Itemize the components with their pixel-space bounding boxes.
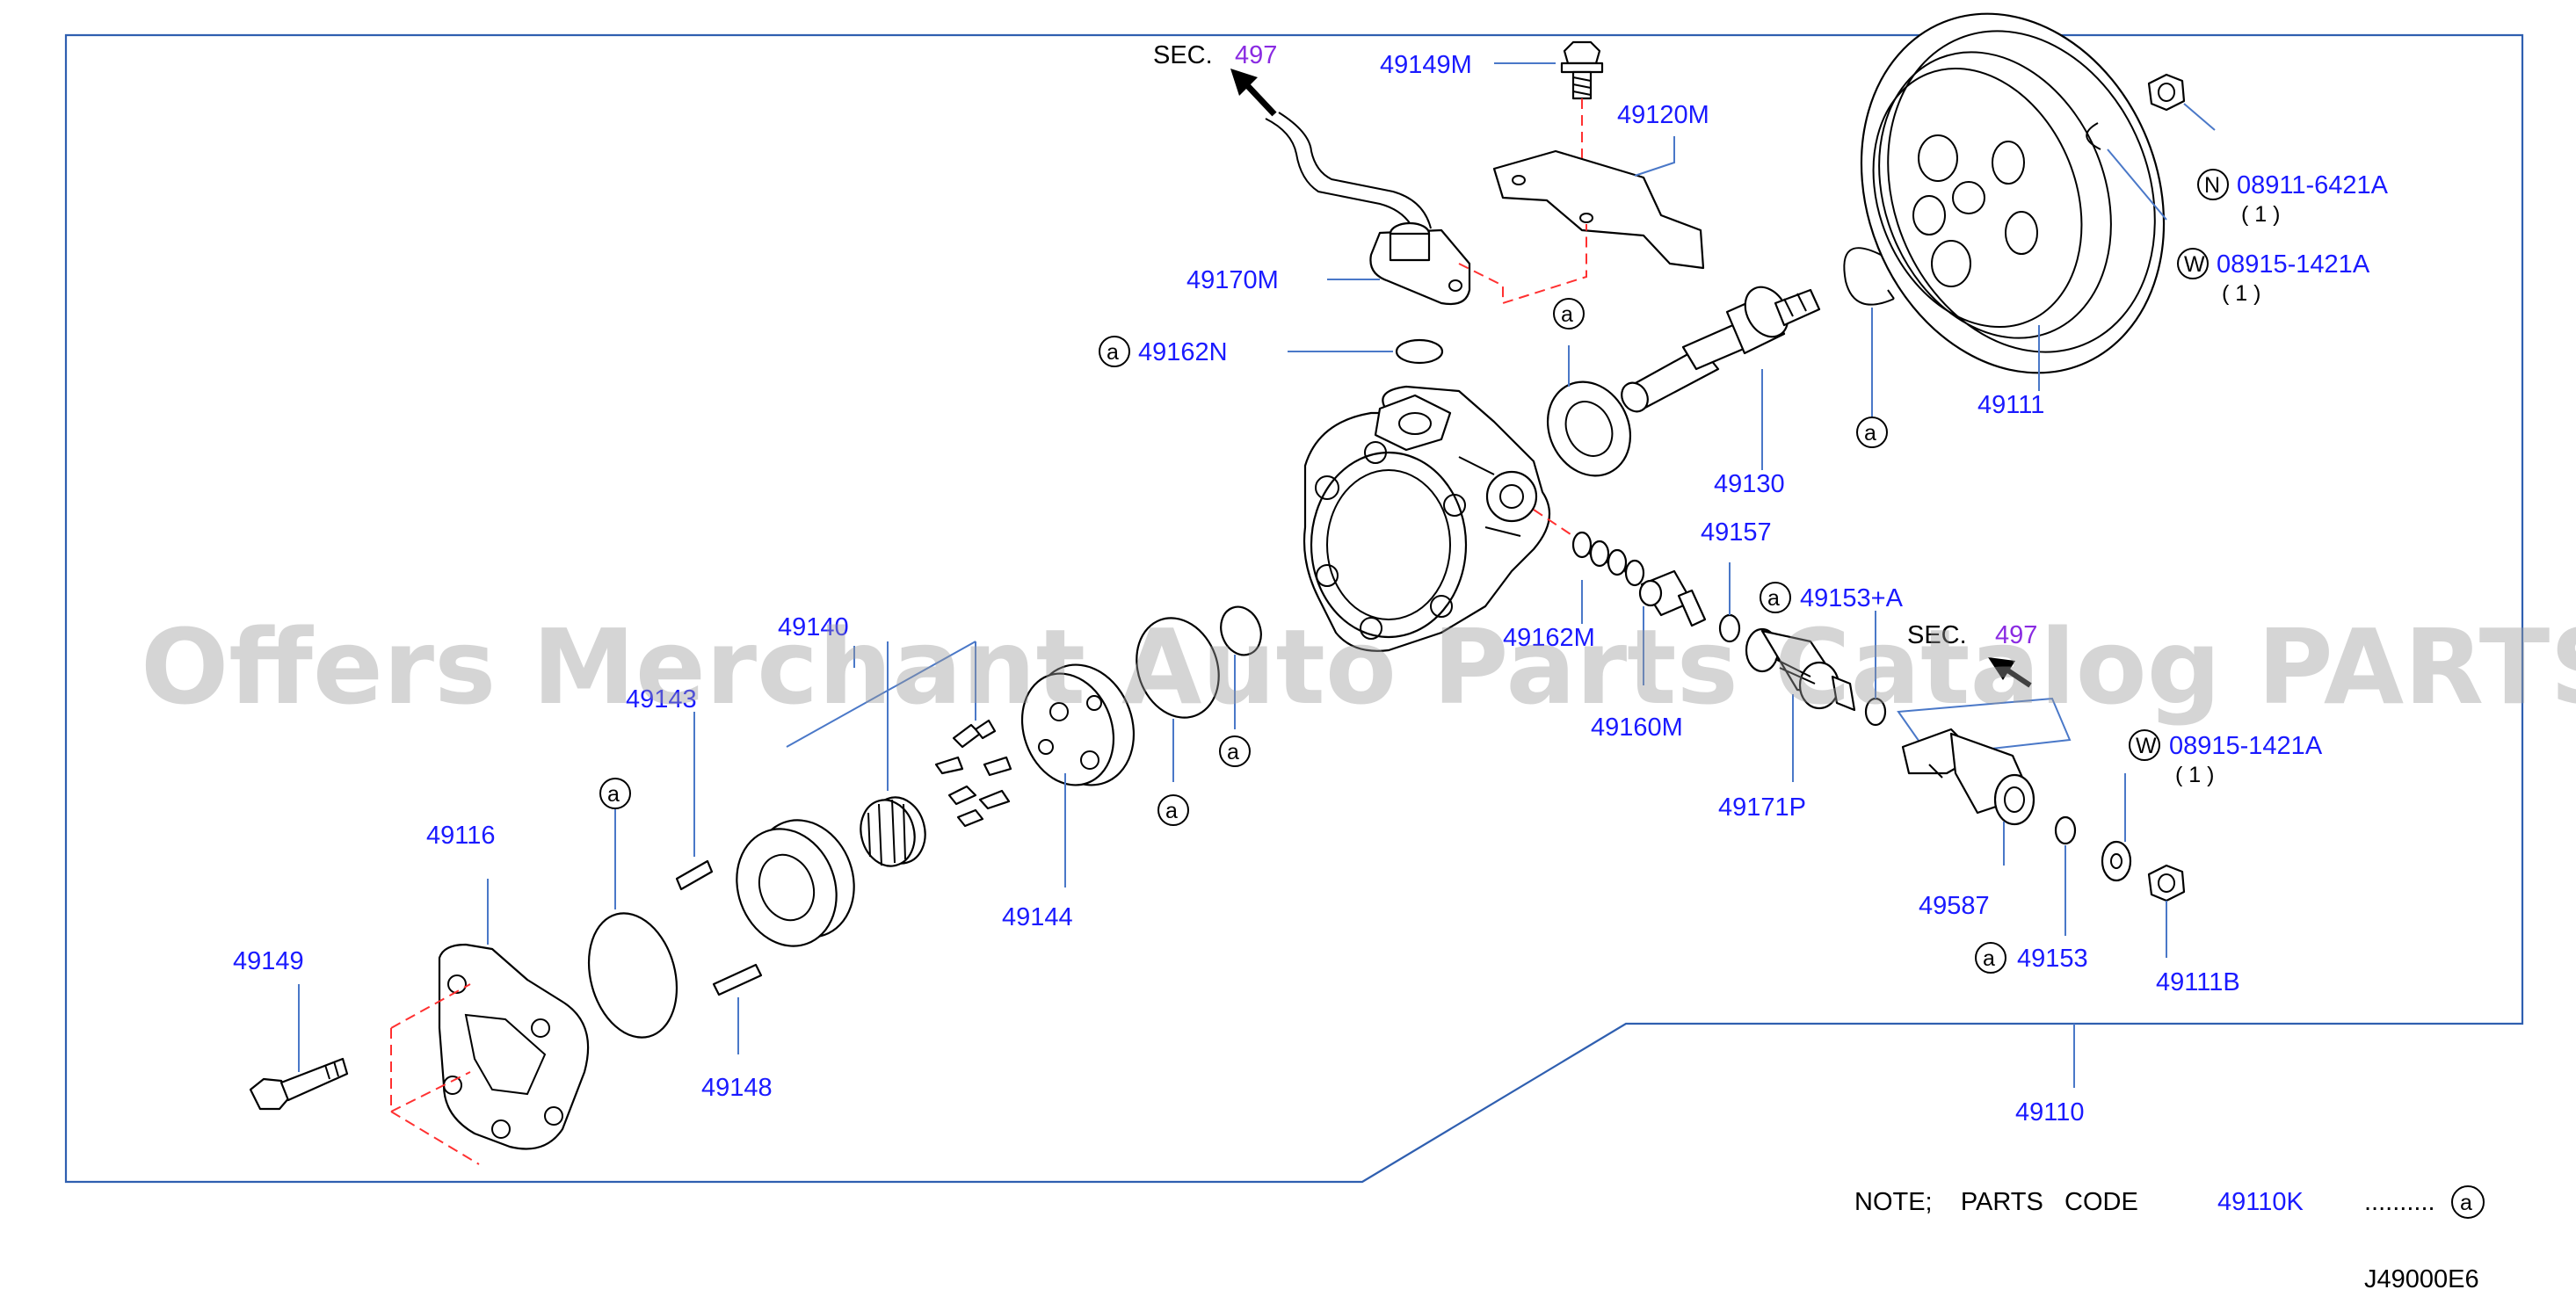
bolt-49149M [1560,40,1604,100]
kit-mark-49153A[interactable]: a [1760,582,1791,613]
assembly-frame [64,33,2524,1184]
label-49149[interactable]: 49149 [233,947,304,975]
nut-top [2147,73,2186,112]
drawing-code: J49000E6 [2364,1265,2479,1293]
sec-ref-lower[interactable]: SEC. 497 [1907,621,2037,649]
label-49111[interactable]: 49111 [1977,391,2044,419]
note-parts-code[interactable]: 49110K [2217,1188,2304,1216]
pressure-hose-pipe [1265,112,1471,306]
label-49162N[interactable]: 49162N [1138,338,1228,366]
plate-49144 [1020,663,1136,786]
label-49148[interactable]: 49148 [701,1074,773,1102]
label-49160M[interactable]: 49160M [1591,714,1683,742]
direction-arrow-icon [1230,69,1277,117]
spring-49162M [1571,531,1645,587]
fastener-nut-top[interactable]: N 08911-6421A ( 1 ) [2197,169,2389,227]
fastener-washer-lower[interactable]: W 08915-1421A ( 1 ) [2129,729,2323,787]
svg-text:a: a [607,782,620,807]
sec-ref-top[interactable]: SEC. 497 [1153,41,1277,69]
washer-top [2086,122,2101,150]
label-49110[interactable]: 49110 [2015,1098,2085,1127]
connector-49171P [1745,627,1856,712]
parts-code-note: NOTE; PARTS CODE 49110K .......... a [1854,1185,2485,1219]
svg-text:NOTE; PARTS CODE: NOTE; PARTS CODE [1854,1188,2138,1216]
label-49587[interactable]: 49587 [1919,892,1990,920]
label-49157[interactable]: 49157 [1701,518,1772,547]
svg-text:SEC.: SEC. [1153,41,1213,69]
nut-49111B [2147,864,2186,902]
svg-text:08915-1421A: 08915-1421A [2217,250,2370,279]
union-fitting-49587 [1901,728,2035,826]
pin-49148 [712,963,763,996]
svg-text:a: a [1165,799,1178,823]
svg-text:a: a [1107,340,1119,365]
label-49120M[interactable]: 49120M [1617,101,1709,129]
oring-49153 [2054,815,2077,845]
label-49149M[interactable]: 49149M [1380,51,1472,79]
bracket-49120M [1492,149,1705,270]
flow-valve-49160M [1638,569,1707,627]
oring-49162N [1395,338,1444,365]
watermark: Offers Merchant Auto Parts Catalog PARTS… [141,606,2576,728]
label-49111B[interactable]: 49111B [2156,968,2240,996]
label-49140[interactable]: 49140 [778,613,849,641]
kit-mark-49153[interactable]: a [1975,942,2006,974]
gasket-ring [1136,617,1220,719]
svg-text:( 1 ): ( 1 ) [2222,281,2260,306]
pump-body-housing [1303,385,1551,652]
label-49130[interactable]: 49130 [1714,470,1785,498]
drive-shaft-49130 [1621,286,1821,413]
kit-mark-snapring[interactable]: a [1856,417,1888,448]
kit-mark-49162N[interactable]: a [1099,336,1130,367]
svg-text:N: N [2204,173,2220,198]
label-49153A[interactable]: 49153+A [1800,584,1904,612]
svg-text:..........: .......... [2364,1188,2435,1216]
svg-text:W: W [2136,734,2157,758]
svg-text:497: 497 [1995,621,2037,649]
rotor [860,796,926,867]
svg-text:a: a [1561,302,1573,327]
svg-text:08915-1421A: 08915-1421A [2169,732,2323,760]
cam-ring [736,819,855,947]
pin-49143 [675,859,714,891]
direction-arrow-icon [1988,657,2032,688]
svg-text:a: a [2460,1191,2472,1215]
svg-text:a: a [1767,586,1780,611]
washer-lower [2101,840,2132,882]
oring-small [1220,605,1262,656]
svg-text:W: W [2184,252,2205,277]
label-49171P[interactable]: 49171P [1718,793,1806,822]
label-49170M[interactable]: 49170M [1186,266,1279,294]
svg-text:08911-6421A: 08911-6421A [2237,171,2389,199]
kit-mark-cover[interactable]: a [599,778,631,809]
fastener-washer-top[interactable]: W 08915-1421A ( 1 ) [2177,248,2370,306]
svg-text:497: 497 [1235,41,1277,69]
svg-text:( 1 ): ( 1 ) [2175,763,2214,787]
bolt-49149 [249,1057,349,1111]
pulley-49111 [1860,12,2166,374]
rear-cover-49116 [438,943,590,1150]
cover-gasket [587,912,678,1039]
svg-text:a: a [1227,740,1239,764]
label-49143[interactable]: 49143 [626,685,697,714]
label-49162M[interactable]: 49162M [1503,624,1595,652]
vanes [934,719,1012,828]
label-49144[interactable]: 49144 [1002,903,1073,931]
svg-text:a: a [1983,946,1995,971]
kit-mark-gasket[interactable]: a [1157,794,1189,826]
label-49153[interactable]: 49153 [2017,945,2088,973]
svg-text:a: a [1864,421,1876,446]
svg-text:( 1 ): ( 1 ) [2241,202,2280,227]
kit-mark-seal[interactable]: a [1553,298,1585,330]
kit-mark-oring[interactable]: a [1219,735,1251,767]
label-49116[interactable]: 49116 [426,822,496,850]
svg-text:SEC.: SEC. [1907,621,1967,649]
